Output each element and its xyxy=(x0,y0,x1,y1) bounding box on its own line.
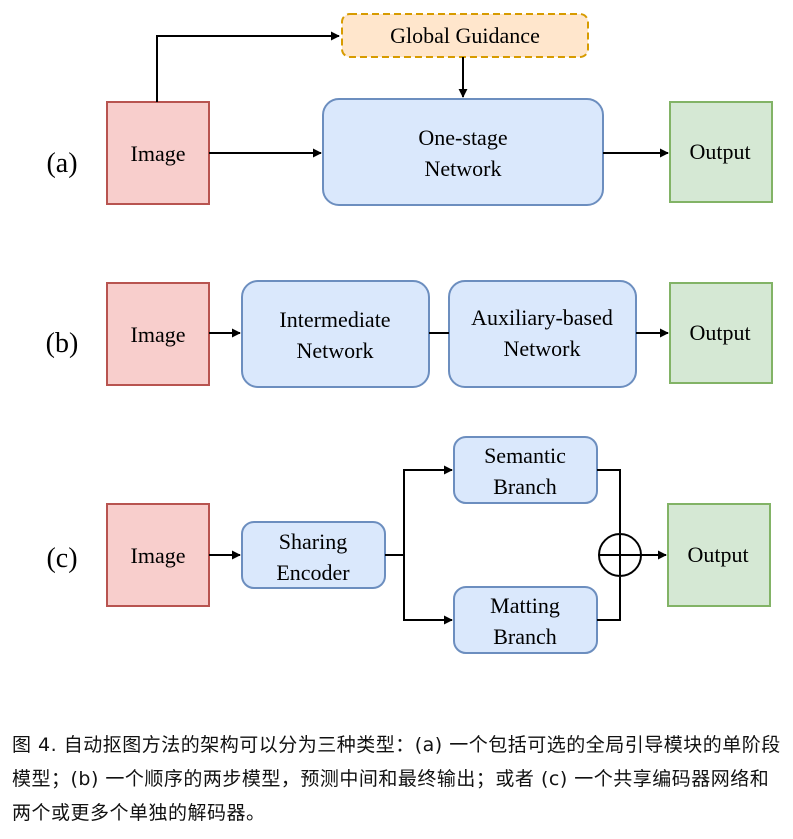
row-a-output-label: Output xyxy=(689,139,750,164)
architecture-diagram: (a) Image Global Guidance One-stage Netw… xyxy=(46,13,773,654)
row-c-matting-box: Matting Branch xyxy=(453,586,598,654)
row-c-encoder-box: Sharing Encoder xyxy=(241,521,386,589)
row-b-image-rect xyxy=(106,282,210,386)
row-a-image-box: Image xyxy=(106,101,210,205)
row-a-network-rect xyxy=(322,98,604,206)
row-a-output-rect xyxy=(669,101,773,203)
row-b-intermediate-box: Intermediate Network xyxy=(241,280,430,388)
row-b-output-box: Output xyxy=(669,282,773,384)
row-c-image-rect xyxy=(106,503,210,607)
row-a-label: (a) xyxy=(46,148,77,179)
row-c-output-label: Output xyxy=(687,542,748,567)
row-b-output-label: Output xyxy=(689,320,750,345)
row-a-network-label-line2: Network xyxy=(425,156,502,181)
row-b-auxiliary-label-line1: Auxiliary-based xyxy=(471,305,613,330)
row-b-intermediate-label-line2: Network xyxy=(297,338,374,363)
row-c-sum-icon xyxy=(598,533,642,577)
row-c-image-label: Image xyxy=(131,543,186,568)
row-c-line-matting-to-merge xyxy=(597,577,621,621)
row-b-image-box: Image xyxy=(106,282,210,386)
figure-caption: 图 4. 自动抠图方法的架构可以分为三种类型：(a) 一个包括可选的全局引导模块… xyxy=(12,734,781,824)
row-a-image-rect xyxy=(106,101,210,205)
row-c-output-rect xyxy=(667,503,771,607)
row-c-label: (c) xyxy=(46,543,77,574)
row-b-intermediate-label-line1: Intermediate xyxy=(279,307,390,332)
row-b-auxiliary-rect xyxy=(448,280,637,388)
row-a-arrow-image-to-guidance xyxy=(156,31,340,102)
row-c-semantic-box: Semantic Branch xyxy=(453,436,598,504)
row-b-label: (b) xyxy=(46,328,79,359)
row-c-matting-label-line2: Branch xyxy=(493,624,557,649)
row-b-image-label: Image xyxy=(131,322,186,347)
row-c-arrow-split-to-semantic xyxy=(403,465,453,555)
row-a-guidance-rect xyxy=(341,13,589,58)
row-a-network-box: One-stage Network xyxy=(322,98,604,206)
row-b-output-rect xyxy=(669,282,773,384)
row-c-semantic-label-line1: Semantic xyxy=(484,443,566,468)
row-c-line-semantic-to-merge xyxy=(597,469,621,533)
row-c-matting-label-line1: Matting xyxy=(490,593,560,618)
row-c-arrow-split-to-matting xyxy=(403,555,453,625)
row-c-encoder-label-line1: Sharing xyxy=(279,529,347,554)
row-b-auxiliary-label-line2: Network xyxy=(504,336,581,361)
row-b-intermediate-rect xyxy=(241,280,430,388)
row-a-guidance-box: Global Guidance xyxy=(341,13,589,58)
row-a-network-label-line1: One-stage xyxy=(418,125,507,150)
row-c-semantic-label-line2: Branch xyxy=(493,474,557,499)
row-c-image-box: Image xyxy=(106,503,210,607)
row-a-image-label: Image xyxy=(131,141,186,166)
row-a-guidance-label: Global Guidance xyxy=(390,23,540,48)
row-c-encoder-label-line2: Encoder xyxy=(276,560,350,585)
row-a-output-box: Output xyxy=(669,101,773,203)
row-b-auxiliary-box: Auxiliary-based Network xyxy=(448,280,637,388)
row-c-output-box: Output xyxy=(667,503,771,607)
